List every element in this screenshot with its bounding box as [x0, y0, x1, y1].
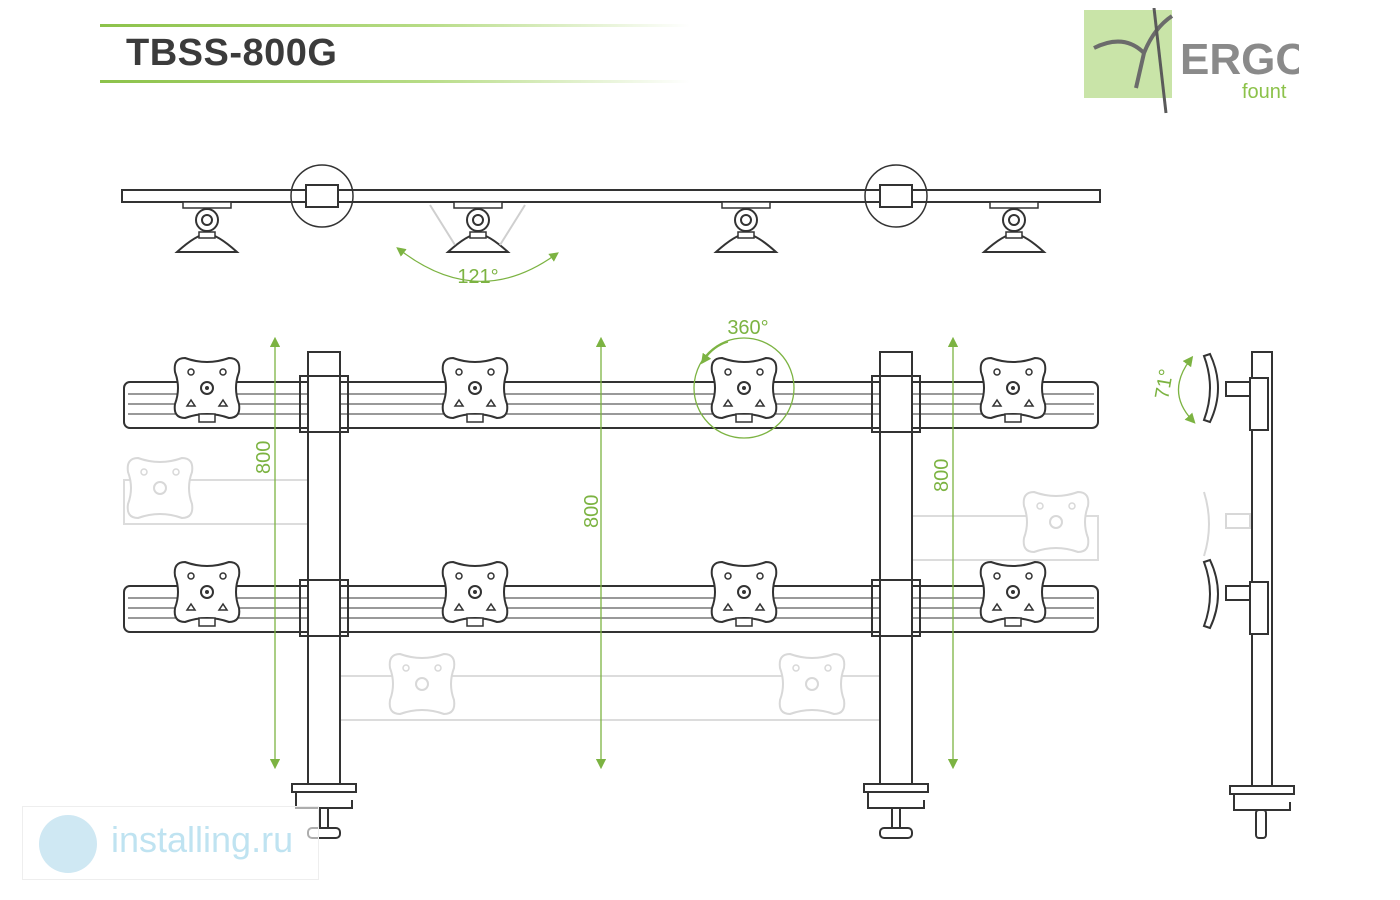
logo-stroke: [1152, 8, 1168, 114]
upper-rail: [123, 381, 1099, 429]
top-mount-4: [983, 201, 1045, 253]
top-mount-3: [715, 201, 777, 253]
dim-label-right: 800: [931, 459, 953, 492]
vesa-plate-top-2: [441, 357, 509, 423]
rotation-label: 360°: [727, 317, 768, 339]
watermark-text: installing.ru: [111, 819, 294, 860]
front-view: 360° 800 800 800: [123, 317, 1099, 839]
logo-sub: fount: [1242, 81, 1287, 103]
side-head-upper: [1202, 352, 1219, 424]
vesa-plate-bottom-1: [173, 561, 241, 627]
rotation-circle: [693, 337, 795, 439]
pole-left: [307, 351, 341, 785]
dim-label-left: 800: [253, 441, 275, 474]
lower-rail: [123, 585, 1099, 633]
title-rule-bottom: [100, 80, 690, 83]
vesa-plate-bottom-2: [441, 561, 509, 627]
watermark-logo-icon: [39, 815, 97, 873]
watermark: installing.ru: [22, 806, 319, 880]
model-title: TBSS-800G: [126, 32, 338, 74]
vesa-plate-top-1: [173, 357, 241, 423]
vesa-plate-bottom-4: [979, 561, 1047, 627]
side-head-lower: [1202, 558, 1219, 630]
side-view: 71°: [1151, 351, 1295, 839]
vesa-plate-top-4: [979, 357, 1047, 423]
ergofount-logo: ERGO fount: [1084, 8, 1299, 114]
title-rule-top: [100, 24, 690, 27]
top-view-rail: [121, 189, 1101, 203]
side-tilt-arc: [1177, 355, 1196, 424]
logo-brand: ERGO: [1180, 35, 1299, 84]
tilt-arc: [396, 247, 559, 282]
vesa-plate-top-3: [710, 357, 778, 423]
top-mount-1: [176, 201, 238, 253]
top-mount-2: [447, 201, 509, 253]
tilt-angle-label: 121°: [457, 266, 498, 288]
desk-clamp-right: [863, 783, 929, 839]
top-view-pole-left: [290, 164, 354, 228]
vesa-plate-bottom-3: [710, 561, 778, 627]
dim-label-center: 800: [581, 495, 603, 528]
side-tilt-label: 71°: [1151, 367, 1178, 401]
title-block: TBSS-800G: [100, 22, 690, 84]
top-view: 121°: [121, 164, 1101, 288]
top-view-pole-right: [864, 164, 928, 228]
pole-right: [879, 351, 913, 785]
